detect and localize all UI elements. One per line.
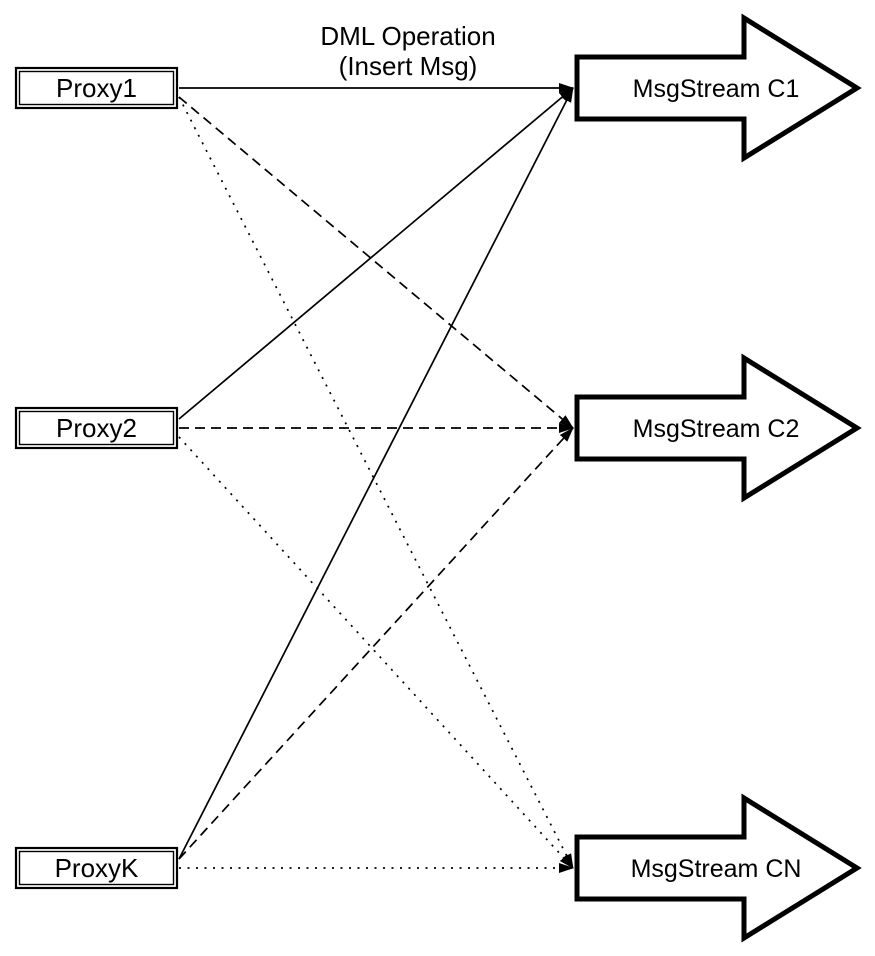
stream-node-msgstream-c1: MsgStream C1 — [574, 13, 862, 163]
edge-title-line2: (Insert Msg) — [339, 51, 478, 81]
msgstream-c2-label: MsgStream C2 — [633, 415, 800, 443]
edge-p2-to-c1 — [178, 87, 574, 420]
proxy-node-proxy2: Proxy2 — [14, 406, 179, 450]
proxy2-box-inner-border — [18, 410, 175, 446]
msgstream-c1-label: MsgStream C1 — [633, 75, 800, 103]
proxyk-box-inner-border — [18, 850, 175, 886]
edge-p1-to-c2 — [178, 96, 574, 429]
proxy1-box-border — [14, 66, 179, 110]
msgstream-cn-arrow-shape — [574, 793, 862, 943]
stream-node-msgstream-c2: MsgStream C2 — [574, 353, 862, 503]
edge-p2-to-cn — [178, 436, 574, 869]
proxy2-label: Proxy2 — [56, 413, 137, 443]
edges-layer — [178, 83, 574, 873]
msgstream-cn-label: MsgStream CN — [631, 855, 802, 883]
stream-node-msgstream-cn: MsgStream CN — [574, 793, 862, 943]
edge-title-group: DML Operation (Insert Msg) — [320, 21, 495, 81]
edge-title-line1: DML Operation — [320, 21, 495, 51]
proxyk-box-border — [14, 846, 179, 890]
msgstream-c2-arrow-shape — [574, 353, 862, 503]
edge-pk-to-c1 — [178, 87, 574, 860]
proxy1-label: Proxy1 — [56, 73, 137, 103]
proxy1-box-inner-border — [18, 70, 175, 106]
proxy-node-proxy1: Proxy1 — [14, 66, 179, 110]
proxy-node-proxyk: ProxyK — [14, 846, 179, 890]
proxyk-label: ProxyK — [55, 853, 139, 883]
msgstream-c1-arrow-shape — [574, 13, 862, 163]
proxy2-box-border — [14, 406, 179, 450]
edge-pk-to-c2 — [178, 427, 574, 860]
edge-p1-to-cn — [178, 96, 574, 869]
